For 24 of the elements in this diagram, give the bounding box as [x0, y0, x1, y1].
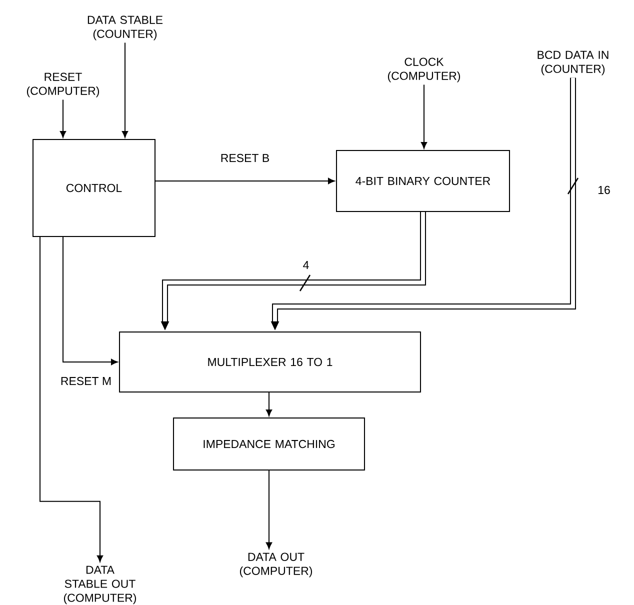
block-box: CONTROL — [32, 139, 156, 237]
arrow — [155, 178, 335, 184]
edge-label: 16 — [596, 184, 612, 196]
bus-arrow — [270, 78, 576, 330]
edge-label: RESET B — [219, 152, 271, 164]
edge-label: 4 — [302, 260, 310, 270]
signal-label: BCD DATA IN (COUNTER) — [538, 50, 608, 76]
edge-label: RESET M — [59, 376, 113, 386]
bus-arrow — [160, 212, 426, 330]
arrow — [266, 470, 272, 550]
signal-label: DATA OUT (COMPUTER) — [240, 552, 312, 578]
signal-label: RESET (COMPUTER) — [26, 72, 100, 98]
arrow — [60, 99, 66, 138]
arrow — [122, 42, 128, 138]
arrow — [62, 236, 118, 366]
block-box: IMPEDANCE MATCHING — [173, 418, 365, 470]
arrow — [40, 236, 104, 562]
signal-label: CLOCK (COMPUTER) — [388, 58, 460, 82]
signal-label: DATA STABLE OUT (COMPUTER) — [64, 566, 136, 604]
arrow — [266, 392, 272, 416]
block-box: 4-BIT BINARY COUNTER — [336, 150, 510, 212]
arrow — [420, 84, 428, 149]
block-box: MULTIPLEXER 16 TO 1 — [119, 332, 421, 392]
signal-label: DATA STABLE (COUNTER) — [88, 16, 163, 40]
